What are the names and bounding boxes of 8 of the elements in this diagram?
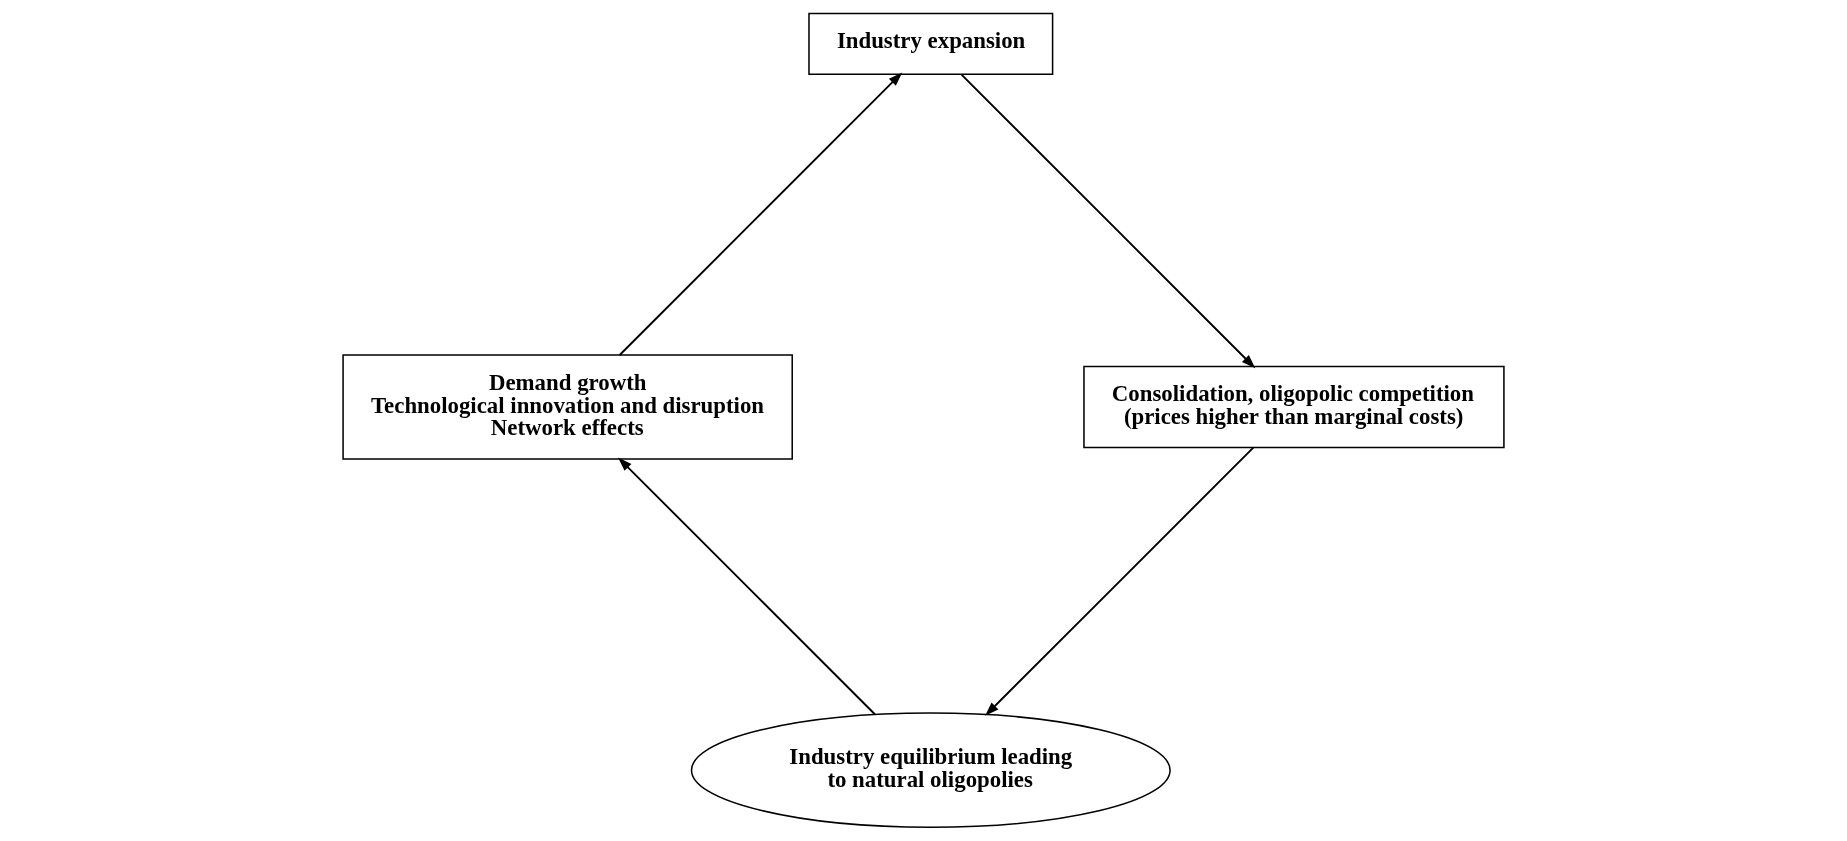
arrow: [618, 72, 903, 356]
node-ellipse: Industry equilibrium leading to natural oligopolies: [690, 712, 1171, 829]
arrow: [618, 457, 876, 716]
node-box: Demand growth Technological innovation and disruption Network effects: [342, 354, 793, 460]
arrow: [960, 73, 1256, 369]
arrow: [985, 446, 1255, 716]
node-box: Industry expansion: [808, 12, 1054, 76]
node-box: Consolidation, oligopolic competition (prices higher than marginal costs): [1083, 365, 1505, 449]
